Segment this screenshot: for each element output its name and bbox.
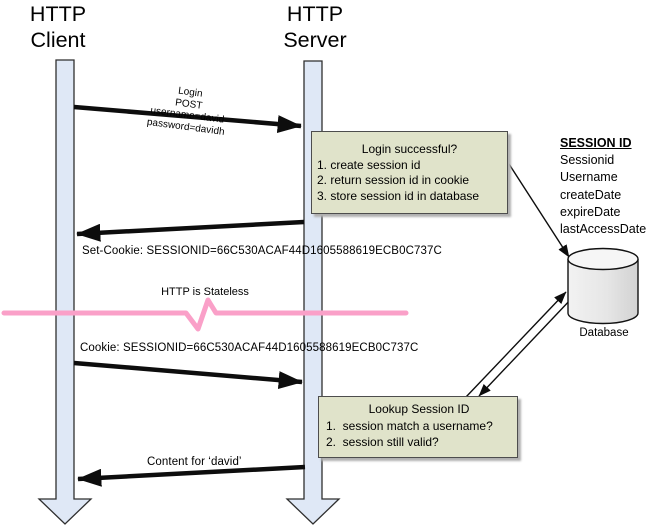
set-cookie-response-arrow	[76, 219, 305, 242]
database-label: Database	[579, 327, 629, 339]
session-field-username: Username	[560, 170, 618, 185]
login-note-item-1: 1. create session id	[317, 157, 421, 172]
stateless-divider-label: HTTP is Stateless	[161, 286, 249, 298]
cookie-request-arrow	[73, 360, 303, 390]
login-request-arrow	[73, 104, 302, 134]
session-schema: SESSION ID Sessionid Username createDate…	[560, 135, 646, 238]
session-field-lastaccessdate: lastAccessDate	[560, 222, 647, 237]
session-field-expiredate: expireDate	[560, 204, 621, 219]
lookup-note-item-1: 1. session match a username?	[326, 418, 493, 433]
store-session-arrow	[508, 163, 570, 258]
login-note-item-3: 3. store session id in database	[317, 188, 480, 203]
lookup-result-arrow	[478, 296, 574, 397]
lookup-note-title: Lookup Session ID	[368, 402, 470, 416]
actor-server-line1: HTTP	[286, 2, 344, 26]
database-icon	[567, 247, 639, 325]
actor-title-client: HTTP Client	[13, 1, 103, 53]
actor-client-line2: Client	[30, 28, 86, 52]
login-successful-note: Login successful? 1. create session id 2…	[311, 131, 508, 214]
session-schema-title: SESSION ID	[560, 136, 632, 150]
actor-server-line2: Server	[283, 28, 347, 52]
client-lifeline	[37, 59, 93, 525]
login-note-item-2: 2. return session id in cookie	[317, 173, 470, 187]
cookie-label: Cookie: SESSIONID=66C530ACAF44D160558861…	[80, 342, 419, 354]
session-field-createdate: createDate	[560, 187, 622, 202]
lookup-query-arrow	[465, 291, 567, 398]
lookup-session-note: Lookup Session ID 1. session match a use…	[318, 396, 518, 458]
login-note-title: Login successful?	[361, 142, 458, 156]
content-label: Content for ‘david’	[147, 456, 242, 468]
content-response-arrow	[77, 464, 306, 487]
lookup-note-item-2: 2. session still valid?	[326, 435, 439, 449]
actor-client-line1: HTTP	[29, 2, 87, 26]
stateless-divider-line	[1, 297, 409, 332]
set-cookie-label: Set-Cookie: SESSIONID=66C530ACAF44D16055…	[82, 245, 442, 257]
actor-title-server: HTTP Server	[270, 1, 360, 53]
session-field-sessionid: Sessionid	[560, 153, 615, 168]
